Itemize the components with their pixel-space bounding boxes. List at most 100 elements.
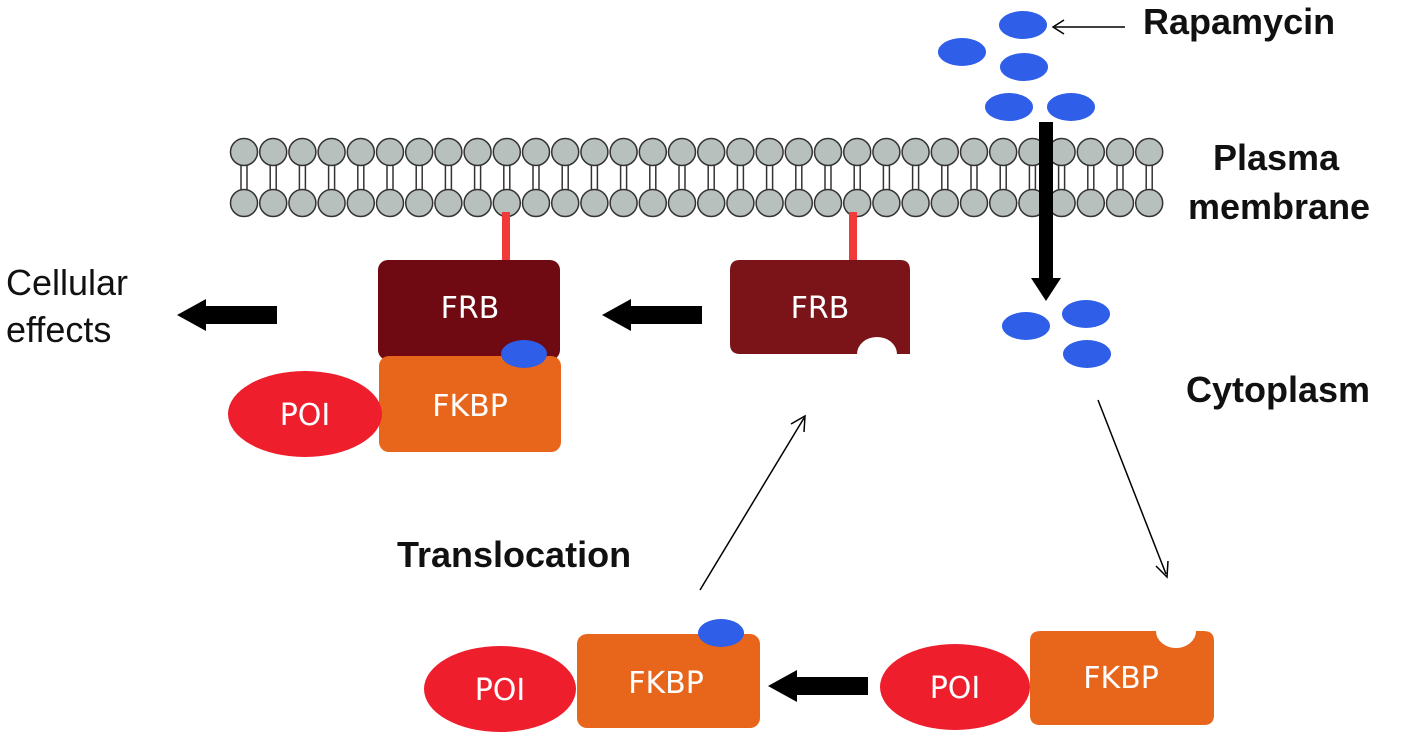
lipid-head — [872, 188, 901, 218]
plasma-membrane-label-line2: membrane — [1188, 186, 1370, 227]
rapamycin-bound-to-fkbp — [698, 619, 744, 647]
rapamycin-molecules-cytoplasm — [1002, 300, 1111, 368]
lipid-head — [696, 137, 726, 167]
lipid-head — [434, 188, 463, 218]
rapamycin-molecule — [985, 93, 1033, 121]
lipid-head — [1076, 188, 1106, 218]
rapamycin-molecule — [999, 11, 1047, 39]
lipid-head — [463, 137, 492, 167]
lipid-head — [901, 137, 930, 167]
lipid-head — [404, 188, 434, 218]
poi-unbound — [880, 644, 1030, 730]
rapamycin-label: Rapamycin — [1143, 1, 1335, 42]
frb-label-unbound: FRB — [791, 291, 850, 326]
lipid-head — [229, 188, 259, 218]
lipid-head — [726, 188, 755, 218]
poi-in-complex — [228, 371, 382, 457]
lipid-head — [696, 188, 726, 218]
lipid-head — [667, 137, 697, 167]
lipid-head — [375, 188, 405, 218]
binding-arrow-shaft — [794, 677, 868, 695]
lipid-head — [988, 137, 1018, 167]
lipid-head — [988, 188, 1018, 218]
cellular-effects-label-line1: Cellular — [6, 262, 128, 303]
recruitment-arrow-shaft — [628, 306, 702, 324]
lipid-head — [492, 137, 522, 167]
rapamycin-in-complex — [501, 340, 547, 368]
fkbp-label-complex: FKBP — [432, 389, 508, 424]
lipid-head — [784, 188, 814, 218]
lipid-head — [463, 188, 492, 218]
rapamycin-molecule — [1063, 340, 1111, 368]
lipid-head — [288, 188, 317, 218]
plasma-membrane-bilayer — [229, 137, 1164, 218]
lipid-head — [1105, 188, 1135, 218]
fkbp-bound — [577, 634, 760, 728]
poi-label-unbound: POI — [930, 671, 981, 706]
lipid-head — [609, 188, 638, 218]
lipid-head — [638, 188, 668, 218]
translocation-arrowhead — [790, 414, 806, 433]
lipid-head — [1134, 137, 1164, 167]
lipid-head — [375, 137, 405, 167]
poi-label-bound: POI — [475, 673, 526, 708]
lipid-head — [813, 188, 843, 218]
lipid-head — [784, 137, 814, 167]
poi-bound — [424, 646, 576, 732]
translocation-arrow — [699, 417, 805, 591]
rapamycin-pointer-arrowhead — [1051, 19, 1065, 35]
lipid-head — [930, 137, 960, 167]
lipid-head — [550, 137, 580, 167]
fkbp-label-bound: FKBP — [628, 666, 704, 701]
lipid-head — [258, 188, 288, 218]
frb-unbound — [730, 260, 910, 354]
cytoplasm-label: Cytoplasm — [1186, 369, 1370, 410]
rapamycin-molecule — [1047, 93, 1095, 121]
frb-label-complex: FRB — [441, 291, 500, 326]
lipid-head — [842, 137, 872, 167]
lipid-head — [317, 188, 346, 218]
lipid-head — [580, 188, 609, 218]
lipid-head — [959, 137, 989, 167]
effects-arrow-head — [177, 299, 206, 331]
lipid-head — [667, 188, 697, 218]
plasma-membrane-label-line1: Plasma — [1213, 137, 1340, 178]
lipid-head — [959, 188, 989, 218]
lipid-head — [638, 137, 668, 167]
rapamycin-molecules-extracellular — [938, 11, 1095, 121]
lipid-head — [1076, 137, 1106, 167]
lipid-head — [258, 137, 288, 167]
poi-label-complex: POI — [280, 398, 331, 433]
lipid-head — [288, 137, 317, 167]
frb-bound — [378, 260, 560, 360]
lipid-head — [755, 188, 784, 218]
lipid-head — [521, 188, 551, 218]
rapamycin-molecule — [1002, 312, 1050, 340]
lipid-head — [521, 137, 551, 167]
diffusion-arrow — [1097, 399, 1167, 575]
translocation-label: Translocation — [397, 534, 631, 575]
membrane-crossing-arrow-shaft — [1039, 122, 1053, 280]
diffusion-arrowhead — [1155, 560, 1169, 579]
fkbp-unbound — [1030, 631, 1214, 725]
lipid-head — [609, 137, 638, 167]
rapamycin-molecule — [1062, 300, 1110, 328]
lipid-head — [434, 137, 463, 167]
lipid-head — [1134, 188, 1164, 218]
lipid-head — [317, 137, 346, 167]
lipid-head — [930, 188, 960, 218]
lipid-head — [346, 188, 376, 218]
lipid-head — [813, 137, 843, 167]
fkbp-label-unbound: FKBP — [1083, 661, 1159, 696]
effects-arrow-shaft — [203, 306, 277, 324]
membrane-crossing-arrow-head — [1031, 278, 1061, 301]
recruitment-arrow-head — [602, 299, 631, 331]
lipid-head — [901, 188, 930, 218]
lipid-head — [842, 188, 872, 218]
cellular-effects-label-line2: effects — [6, 309, 111, 350]
lipid-head — [346, 137, 376, 167]
lipid-head — [1105, 137, 1135, 167]
lipid-head — [755, 137, 784, 167]
fkbp-in-complex — [379, 356, 561, 452]
